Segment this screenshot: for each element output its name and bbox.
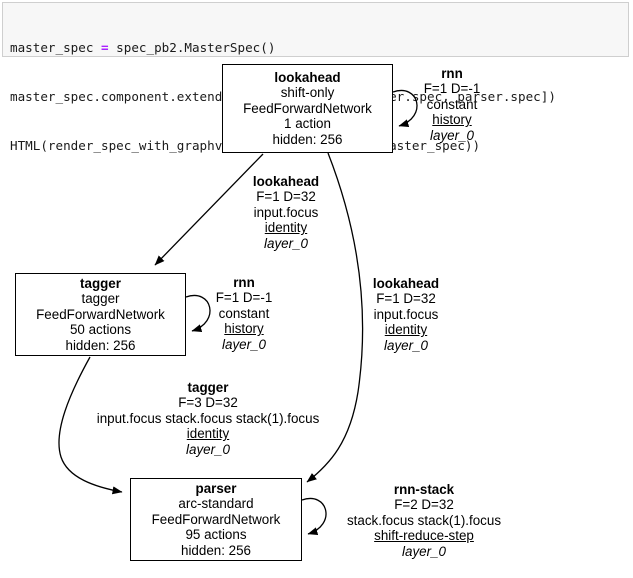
label-title: tagger — [187, 380, 229, 395]
node-tagger-title: tagger — [80, 275, 121, 291]
label-source-layer: history — [432, 112, 472, 128]
label-features: input.focus — [253, 204, 319, 220]
node-parser-network: FeedForwardNetwork — [151, 511, 281, 527]
label-title: rnn — [233, 275, 255, 290]
self-loop-tagger-rnn — [185, 294, 211, 332]
label-features: input.focus — [373, 306, 439, 322]
node-parser: parser arc-standard FeedForwardNetwork 9… — [130, 478, 302, 561]
label-tagger-rnn: rnn F=1 D=-1 constant history layer_0 — [216, 275, 273, 352]
node-tagger: tagger tagger FeedForwardNetwork 50 acti… — [15, 273, 186, 356]
code-line-1-pre: master_spec — [10, 39, 101, 55]
label-source-layer: identity — [264, 220, 308, 236]
node-lookahead-network: FeedForwardNetwork — [243, 100, 372, 116]
node-tagger-hidden: hidden: 256 — [65, 337, 136, 353]
assignment-operator: = — [101, 39, 109, 55]
code-cell-input[interactable]: master_spec = spec_pb2.MasterSpec() mast… — [2, 2, 629, 153]
label-layer: layer_0 — [222, 336, 266, 352]
label-fd: F=1 D=-1 — [215, 290, 273, 306]
label-fd: F=1 D=32 — [376, 291, 436, 307]
label-lookahead-to-tagger: lookahead F=1 D=32 input.focus identity … — [253, 174, 319, 251]
label-features: stack.focus stack(1).focus — [346, 512, 502, 528]
label-parser-rnn-stack: rnn-stack F=2 D=32 stack.focus stack(1).… — [347, 482, 501, 559]
node-parser-title: parser — [195, 480, 237, 496]
node-tagger-network: FeedForwardNetwork — [36, 306, 165, 322]
node-tagger-actions: 50 actions — [69, 322, 132, 338]
label-layer: layer_0 — [186, 441, 230, 457]
label-tagger-to-parser: tagger F=3 D=32 input.focus stack.focus … — [97, 380, 320, 457]
label-lookahead-rnn: rnn F=1 D=-1 constant history layer_0 — [424, 66, 481, 143]
node-lookahead-title: lookahead — [274, 69, 341, 85]
label-source-layer: history — [224, 321, 264, 337]
label-source-layer: identity — [186, 426, 230, 442]
label-title: lookahead — [252, 174, 320, 189]
label-features: constant — [218, 305, 270, 321]
label-layer: layer_0 — [402, 543, 446, 559]
label-features: input.focus stack.focus stack(1).focus — [96, 410, 320, 426]
label-layer: layer_0 — [264, 235, 308, 251]
label-fd: F=1 D=32 — [256, 189, 316, 205]
node-parser-hidden: hidden: 256 — [181, 542, 251, 558]
node-lookahead-actions: 1 action — [284, 116, 331, 132]
code-line-1: master_spec = spec_pb2.MasterSpec() — [10, 40, 628, 56]
label-fd: F=1 D=-1 — [423, 81, 481, 97]
label-fd: F=3 D=32 — [178, 395, 238, 411]
label-lookahead-to-parser: lookahead F=1 D=32 input.focus identity … — [373, 276, 439, 353]
label-source-layer: shift-reduce-step — [374, 528, 474, 544]
label-title: rnn — [441, 66, 463, 81]
code-line-1-post: spec_pb2.MasterSpec() — [108, 39, 276, 55]
node-lookahead-transition: shift-only — [280, 85, 335, 101]
label-layer: layer_0 — [384, 337, 428, 353]
node-lookahead: lookahead shift-only FeedForwardNetwork … — [222, 64, 393, 153]
label-title: lookahead — [372, 276, 440, 291]
label-fd: F=2 D=32 — [394, 497, 454, 513]
self-loop-parser-rnn-stack — [301, 497, 327, 535]
label-source-layer: identity — [384, 322, 428, 338]
label-features: constant — [426, 96, 478, 112]
label-title: rnn-stack — [393, 482, 455, 497]
node-parser-transition: arc-standard — [178, 496, 254, 512]
label-layer: layer_0 — [430, 127, 474, 143]
node-tagger-transition: tagger — [81, 291, 120, 307]
node-lookahead-hidden: hidden: 256 — [272, 131, 343, 147]
node-parser-actions: 95 actions — [185, 527, 247, 543]
